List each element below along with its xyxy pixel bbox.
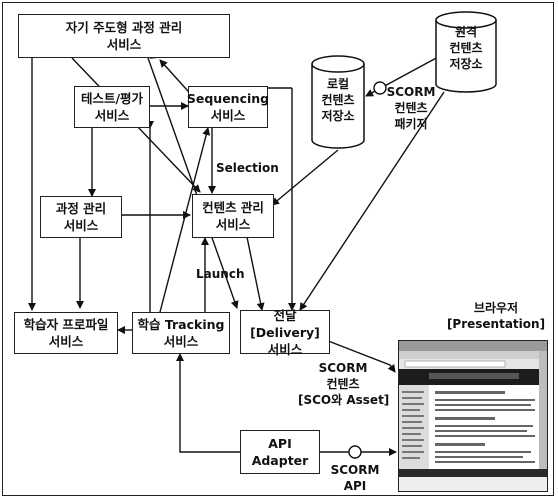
- tracking-line2: 서비스: [163, 334, 199, 349]
- edge-delivery-browser: [299, 329, 396, 373]
- browser-screenshot: [398, 340, 548, 492]
- local-store-line2: 컨텐츠: [321, 93, 355, 107]
- browser-screenshot-graphic: [399, 341, 547, 491]
- browser-label: 브라우저 [Presentation]: [444, 300, 548, 332]
- test-eval-line2: 서비스: [94, 108, 130, 123]
- scorm-package-node: [373, 81, 387, 95]
- self-directed-service-box: 자기 주도형 과정 관리 서비스: [18, 14, 230, 58]
- browser-line1: 브라우저: [473, 301, 519, 315]
- remote-store-cylinder: [435, 11, 497, 93]
- scorm-package-line3: 패키지: [394, 117, 428, 131]
- scorm-api-line1: SCORM: [330, 463, 380, 477]
- delivery-line1: 전달[Delivery]: [250, 307, 320, 340]
- scorm-content-line1: SCORM: [318, 361, 368, 375]
- sequencing-line2: 서비스: [210, 108, 246, 123]
- edge-content-delivery: [246, 236, 265, 311]
- delivery-line2: 서비스: [267, 341, 303, 357]
- edge-remote-delivery: [299, 91, 445, 311]
- sequencing-line1: Sequencing: [186, 91, 270, 106]
- edge-tracking-sequencing: [159, 127, 211, 313]
- content-mgmt-line1: 컨텐츠 관리: [202, 200, 264, 215]
- remote-store-label: 원격 컨텐츠 저장소: [436, 24, 496, 72]
- local-store-label: 로컬 컨텐츠 저장소: [312, 76, 364, 124]
- scorm-content-line3: [SCO와 Asset]: [298, 393, 390, 407]
- self-directed-line1: 자기 주도형 과정 관리: [65, 20, 183, 35]
- sequencing-service-box: Sequencing 서비스: [186, 86, 270, 128]
- learner-profile-service-box: 학습자 프로파일 서비스: [14, 312, 118, 354]
- tracking-line1: 학습 Tracking: [137, 317, 225, 332]
- api-adapter-line1: API: [268, 436, 292, 451]
- remote-store-line1: 원격: [454, 25, 478, 39]
- scorm-api-line2: API: [343, 479, 367, 493]
- delivery-service-box: 전달[Delivery] 서비스: [240, 307, 330, 357]
- course-mgmt-service-box: 과정 관리 서비스: [40, 196, 122, 238]
- learner-profile-line1: 학습자 프로파일: [23, 317, 109, 332]
- self-directed-line2: 서비스: [106, 37, 142, 52]
- scorm-content-label: SCORM 컨텐츠 [SCO와 Asset]: [298, 360, 390, 408]
- scorm-content-line2: 컨텐츠: [326, 377, 360, 391]
- course-mgmt-line2: 서비스: [63, 218, 99, 233]
- selection-label: Selection: [216, 161, 279, 175]
- tracking-service-box: 학습 Tracking 서비스: [132, 312, 230, 354]
- api-adapter-line2: Adapter: [251, 453, 309, 468]
- diagram-frame: [2, 2, 554, 496]
- remote-store-line3: 저장소: [449, 57, 483, 71]
- edge-api-tracking: [176, 353, 240, 453]
- local-store-line1: 로컬: [326, 77, 350, 91]
- edge-local-content: [271, 149, 339, 206]
- api-adapter-box: API Adapter: [240, 430, 320, 474]
- test-eval-line1: 테스트/평가: [80, 91, 144, 106]
- scorm-api-label: SCORM API: [326, 462, 384, 494]
- local-store-line3: 저장소: [321, 109, 355, 123]
- edge-self-to-sequencing: [147, 57, 239, 309]
- learner-profile-line2: 서비스: [48, 334, 84, 349]
- scorm-api-node: [348, 445, 362, 459]
- remote-store-line2: 컨텐츠: [449, 41, 483, 55]
- scorm-package-label: SCORM 컨텐츠 패키지: [376, 84, 446, 132]
- scorm-package-line1: SCORM: [386, 85, 436, 99]
- browser-line2: [Presentation]: [446, 317, 546, 331]
- content-mgmt-service-box: 컨텐츠 관리 서비스: [192, 194, 274, 238]
- course-mgmt-line1: 과정 관리: [55, 201, 107, 216]
- test-eval-service-box: 테스트/평가 서비스: [74, 86, 150, 128]
- scorm-package-line2: 컨텐츠: [394, 101, 428, 115]
- local-store-cylinder: [311, 55, 365, 149]
- launch-label: Launch: [196, 267, 245, 281]
- content-mgmt-line2: 서비스: [215, 217, 251, 232]
